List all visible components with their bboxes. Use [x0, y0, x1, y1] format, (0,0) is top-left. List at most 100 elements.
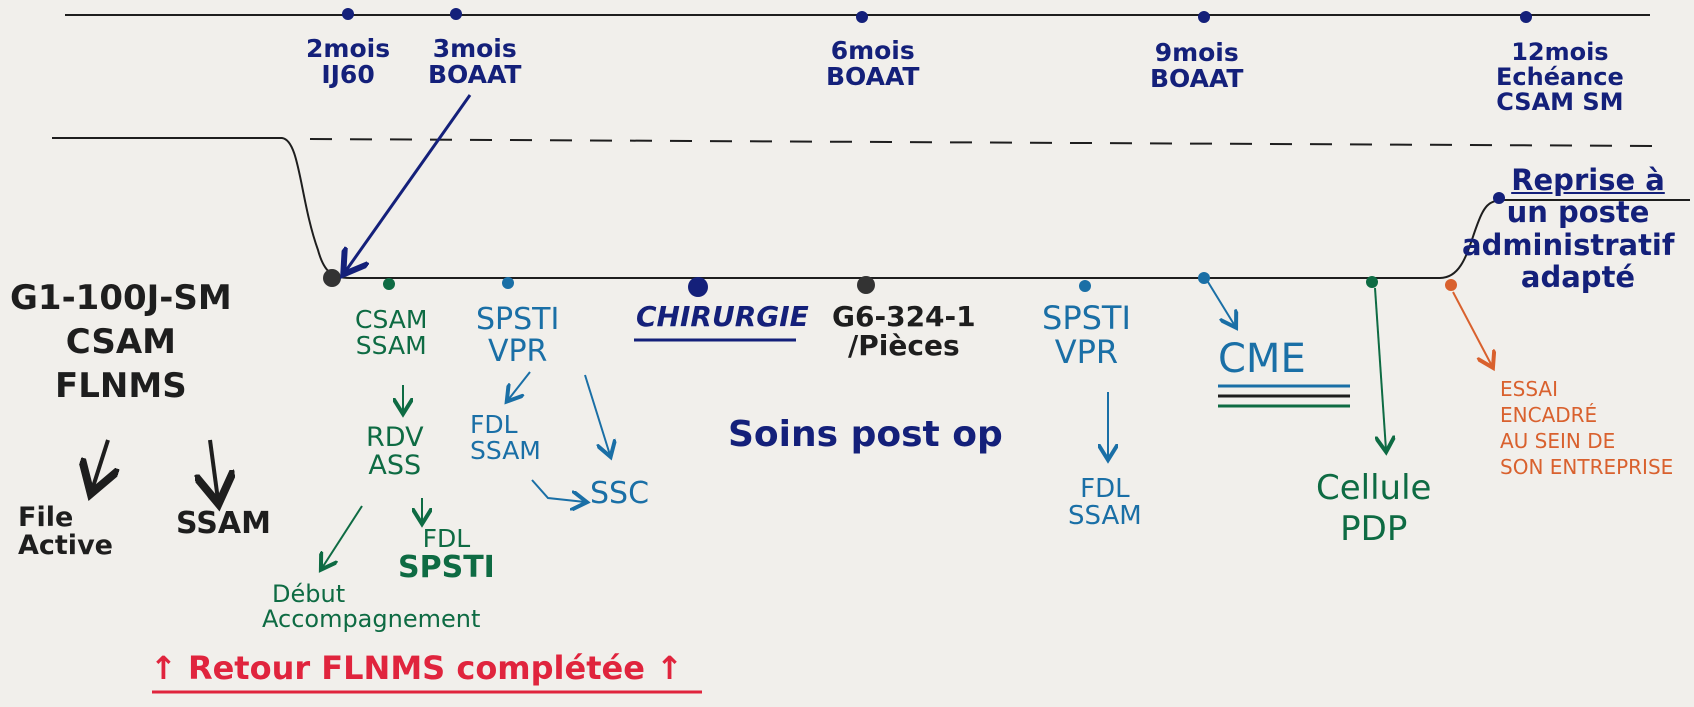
milestone-dot — [1198, 11, 1210, 23]
step-dot-essai — [1445, 279, 1457, 291]
essai-label: ESSAI ENCADRÉ AU SEIN DE SON ENTREPRISE — [1500, 376, 1694, 480]
essai-line1: ESSAI — [1500, 377, 1558, 401]
vpr-line: VPR — [487, 333, 548, 369]
step-dot-reprise — [1493, 192, 1505, 204]
ssam-line: SSAM — [355, 331, 427, 361]
spsti-line: SPSTI — [476, 302, 560, 337]
cellule-pdp-label: Cellule PDP — [1316, 468, 1431, 550]
file-active-line2: Active — [18, 530, 113, 562]
fdl-ssam-1-label: FDL SSAM — [470, 410, 541, 466]
milestone-time: 3mois — [432, 34, 517, 63]
ssam-line: SSAM — [1068, 501, 1142, 532]
reprise-label: Reprise à un poste administratif adapté — [1462, 164, 1694, 294]
reprise-line2: un poste — [1506, 195, 1650, 230]
arrow-ssam — [210, 439, 218, 500]
arrow-to-cellule — [1374, 287, 1386, 450]
milestone-3mois: 3mois BOAAT — [428, 34, 522, 90]
fdl-line: FDL — [470, 410, 518, 439]
step-dot-csam — [383, 278, 395, 290]
essai-line4: SON ENTREPRISE — [1500, 455, 1674, 479]
rdv-ass-label: RDV ASS — [366, 422, 424, 482]
main-course-line — [52, 137, 1690, 279]
arrow-ass-debut — [322, 505, 363, 568]
chirurgie-label: CHIRURGIE — [636, 300, 809, 333]
reprise-line3: administratif — [1462, 227, 1675, 262]
soins-post-op-label: Soins post op — [728, 414, 1003, 455]
arrow-up-icon: ↑ — [656, 649, 683, 687]
milestone-label: BOAAT — [1150, 64, 1244, 94]
spsti-vpr-1-label: SPSTI VPR — [476, 304, 559, 367]
milestone-9mois: 9mois BOAAT — [1150, 38, 1244, 94]
arrow-ssam-ssc — [531, 479, 585, 502]
milestone-dot — [1520, 11, 1532, 23]
file-active-line1: File — [18, 502, 74, 533]
g6-line: G6-324-1 — [832, 300, 976, 333]
pdp-line: PDP — [1340, 508, 1408, 549]
step-dot-spsti — [502, 277, 514, 289]
left-block-line3: FLNMS — [55, 366, 187, 407]
left-block-line1: G1-100J-SM — [10, 278, 232, 318]
accompagnement-line: Accompagnement — [262, 605, 481, 634]
vpr-line: VPR — [1054, 332, 1119, 371]
step-dot-g6 — [857, 276, 875, 294]
milestone-12mois: 12mois Echéance CSAM SM — [1496, 38, 1624, 117]
fdl-spsti-label: FDL SPSTI — [398, 524, 495, 586]
essai-line3: AU SEIN DE — [1500, 429, 1616, 453]
milestone-label: CSAM SM — [1496, 88, 1624, 117]
milestone-time: 2mois — [306, 34, 391, 63]
reprise-line4: adapté — [1520, 260, 1636, 294]
reprise-line1: Reprise à — [1511, 164, 1665, 197]
g6-label: G6-324-1 /Pièces — [832, 302, 976, 361]
file-active-label: File Active — [18, 502, 113, 562]
cme-label: CME — [1218, 336, 1306, 382]
step-dot-g1 — [323, 269, 341, 287]
milestone-label: IJ60 — [321, 60, 375, 90]
milestone-label: BOAAT — [826, 62, 920, 92]
arrow-up-icon: ↑ — [150, 649, 177, 687]
milestone-2mois: 2mois IJ60 — [306, 34, 391, 90]
spsti-line: SPSTI — [1042, 299, 1131, 337]
ssc-label: SSC — [590, 476, 650, 511]
fdl-line: FDL — [1080, 474, 1130, 504]
arrow-to-cme — [1207, 281, 1235, 326]
step-dot-cellule — [1366, 276, 1378, 288]
step-dot-chirurgie — [688, 277, 708, 297]
footer-text: Retour FLNMS complétée — [187, 649, 645, 687]
footer-note: ↑ Retour FLNMS complétée ↑ — [150, 649, 683, 687]
fdl-ssam-2-label: FDL SSAM — [1068, 474, 1142, 532]
spsti-line: SPSTI — [398, 550, 495, 586]
cellule-line: Cellule — [1316, 468, 1432, 508]
csam-line: CSAM — [355, 305, 428, 334]
milestone-time: 6mois — [830, 36, 915, 65]
left-block-line2: CSAM — [65, 322, 176, 363]
debut-accompagnement-label: Début Accompagnement — [262, 580, 481, 634]
arrow-to-essai — [1452, 291, 1492, 366]
essai-line2: ENCADRÉ — [1500, 403, 1598, 427]
ssam-branch-label: SSAM — [176, 506, 271, 541]
step-dot-vpr — [1079, 280, 1091, 292]
milestone-6mois: 6mois BOAAT — [826, 36, 920, 92]
pieces-line: /Pièces — [848, 329, 960, 363]
debut-line: Début — [272, 580, 346, 608]
spsti-vpr-2-label: SPSTI VPR — [1042, 299, 1131, 371]
left-block: G1-100J-SM CSAM FLNMS — [10, 276, 232, 409]
csam-ssam-label: CSAM SSAM — [355, 305, 428, 361]
milestone-dot — [450, 8, 462, 20]
milestone-label: Echéance — [1496, 63, 1624, 92]
ssam-line: SSAM — [470, 436, 541, 466]
milestone-time: 12mois — [1511, 38, 1609, 66]
milestone-label: BOAAT — [428, 60, 522, 90]
step-dot-cme — [1198, 272, 1210, 284]
fdl-line: FDL — [422, 524, 471, 553]
arrow-vpr-fdl — [508, 371, 531, 400]
milestone-time: 9mois — [1154, 38, 1239, 67]
arrow-vpr-ssc — [584, 374, 610, 455]
boaat-arrow — [345, 94, 472, 272]
arrow-file-active — [92, 439, 108, 490]
ass-line: ASS — [368, 450, 422, 482]
dashed-reference-line — [309, 138, 1661, 147]
milestone-dot — [856, 11, 868, 23]
rdv-line: RDV — [366, 422, 424, 453]
milestone-dot — [342, 8, 354, 20]
